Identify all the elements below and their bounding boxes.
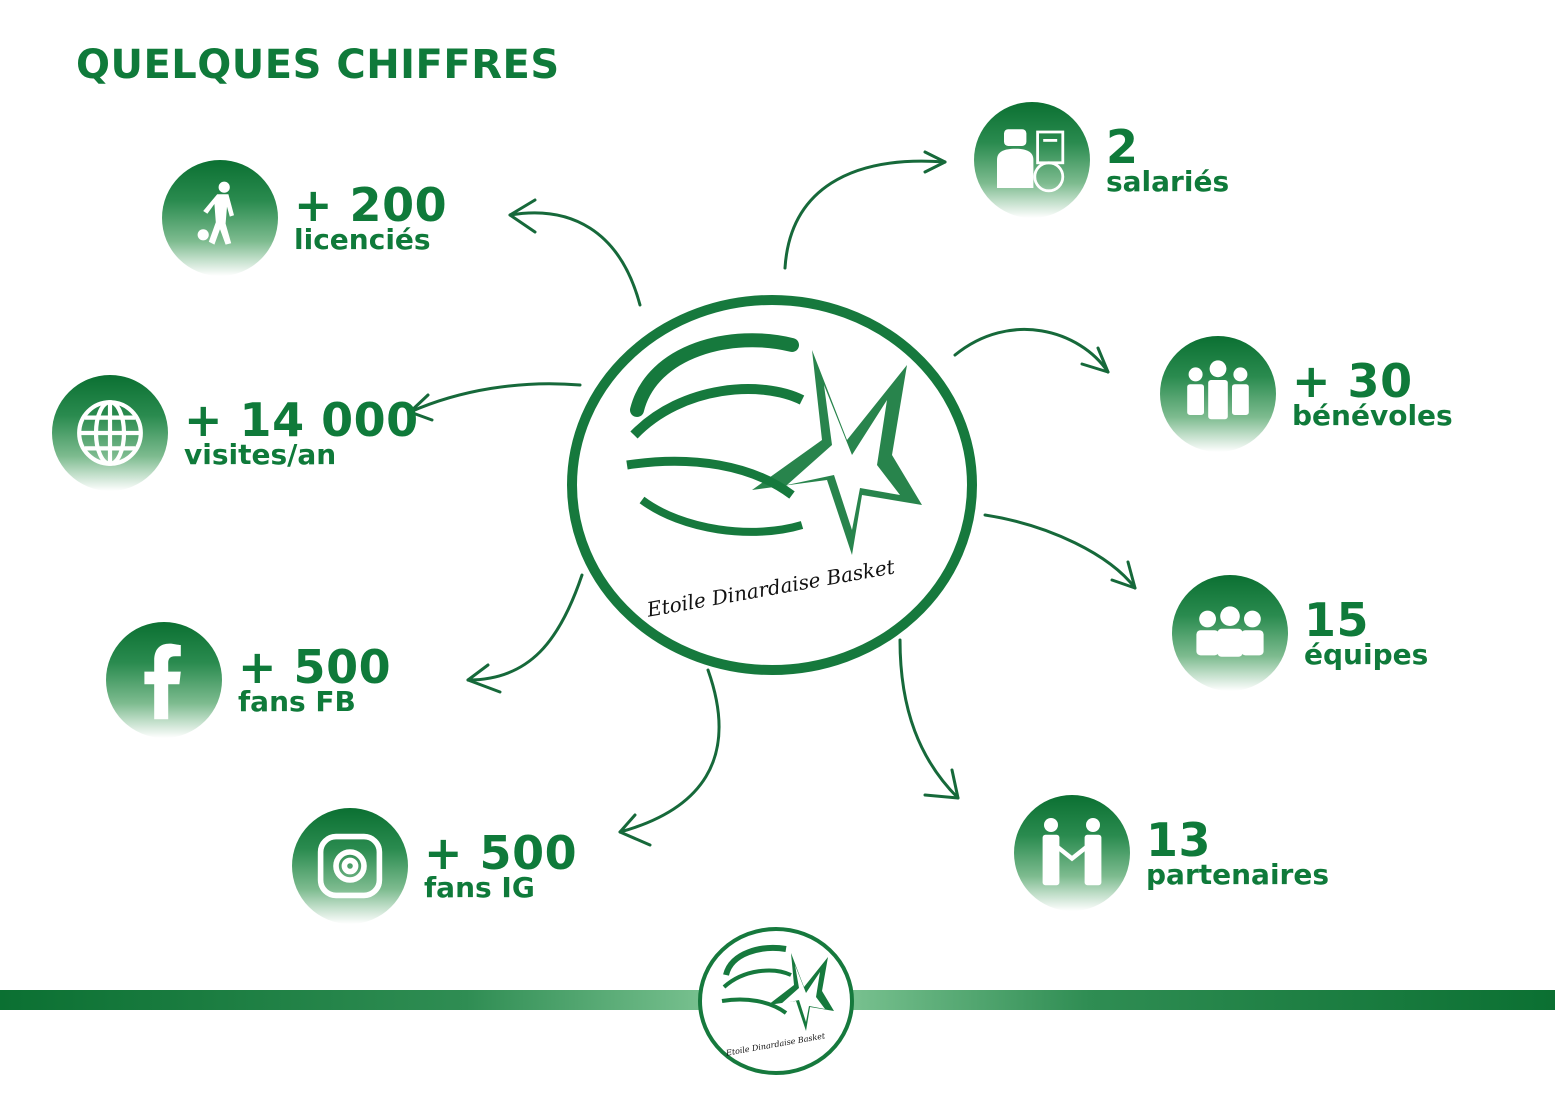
instagram-icon — [292, 808, 408, 924]
volunteers-icon — [1160, 336, 1276, 452]
arrow-benevoles — [953, 328, 1110, 374]
facebook-icon — [106, 622, 222, 738]
arrow-licencies — [508, 211, 642, 307]
teams-icon — [1172, 575, 1288, 691]
stat-label: bénévoles — [1292, 399, 1453, 432]
stat-number: + 500 — [238, 640, 392, 694]
stat-number: + 200 — [294, 178, 448, 232]
stat-visites: + 14 000 visites/an — [52, 375, 419, 491]
stat-benevoles: + 30 bénévoles — [1160, 336, 1453, 452]
page-title: QUELQUES CHIFFRES — [76, 42, 560, 88]
club-logo: Etoile Dinardaise Basket — [567, 295, 977, 675]
arrow-salaries — [783, 159, 947, 270]
arrow-fb — [466, 573, 584, 682]
basketball-player-icon — [162, 160, 278, 276]
stat-number: + 14 000 — [184, 393, 419, 447]
stat-number: 2 — [1106, 120, 1139, 174]
globe-icon — [52, 375, 168, 491]
stat-number: + 30 — [1292, 354, 1413, 408]
stat-label: salariés — [1106, 165, 1230, 198]
arrow-ig — [618, 668, 721, 834]
stat-number: 13 — [1146, 813, 1212, 867]
stat-label: visites/an — [184, 438, 337, 471]
stat-equipes: 15 équipes — [1172, 575, 1428, 691]
stat-number: + 500 — [424, 826, 578, 880]
handshake-icon — [1014, 795, 1130, 911]
stat-instagram: + 500 fans IG — [292, 808, 577, 924]
stat-label: licenciés — [294, 223, 431, 256]
stat-salaries: 2 salariés — [974, 102, 1229, 218]
stat-label: fans IG — [424, 871, 535, 904]
stat-label: partenaires — [1146, 858, 1330, 891]
stat-licencies: + 200 licenciés — [162, 160, 447, 276]
stat-label: fans FB — [238, 685, 356, 718]
footer-logo: Etoile Dinardaise Basket — [698, 927, 854, 1075]
arrow-visites — [408, 382, 582, 414]
stat-label: équipes — [1304, 638, 1429, 671]
arrow-equipes — [983, 513, 1137, 590]
stat-facebook: + 500 fans FB — [106, 622, 391, 738]
stat-number: 15 — [1304, 593, 1370, 647]
stat-partenaires: 13 partenaires — [1014, 795, 1329, 911]
staff-icon — [974, 102, 1090, 218]
arrow-partenaires — [898, 638, 960, 800]
